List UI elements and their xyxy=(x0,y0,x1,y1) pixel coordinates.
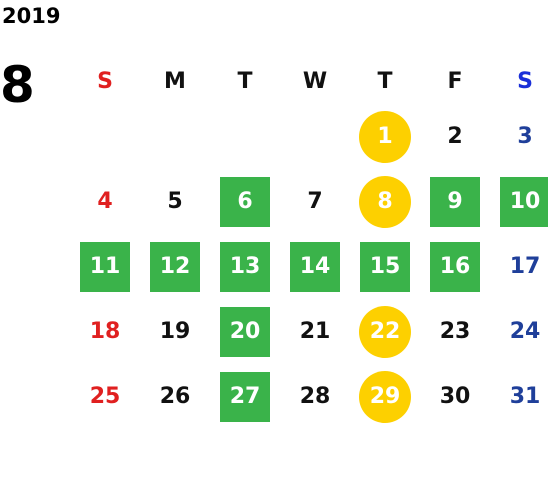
day-number: 17 xyxy=(509,254,541,279)
day-number: 23 xyxy=(439,319,471,344)
day-cell: 25 xyxy=(70,364,140,429)
day-cell xyxy=(210,104,280,169)
day-cell: 3 xyxy=(490,104,548,169)
day-number: 10 xyxy=(509,189,541,214)
day-cell: 13 xyxy=(210,234,280,299)
day-cell: 15 xyxy=(350,234,420,299)
day-number: 7 xyxy=(307,189,323,214)
day-cell: 30 xyxy=(420,364,490,429)
weekday-header-sunday: S xyxy=(97,68,113,94)
day-cell: 2 xyxy=(420,104,490,169)
day-cell: 7 xyxy=(280,169,350,234)
day-cell: 20 xyxy=(210,299,280,364)
calendar-year: 2019 xyxy=(2,4,61,28)
day-number: 9 xyxy=(447,189,463,214)
day-number: 21 xyxy=(299,319,331,344)
weekday-header-thursday: T xyxy=(377,68,393,94)
day-number: 19 xyxy=(159,319,191,344)
day-number: 6 xyxy=(237,189,253,214)
day-number: 27 xyxy=(229,384,261,409)
day-cell: 31 xyxy=(490,364,548,429)
day-number: 15 xyxy=(369,254,401,279)
weekday-header-friday: F xyxy=(447,68,463,94)
day-cell: 26 xyxy=(140,364,210,429)
day-number: 18 xyxy=(89,319,121,344)
calendar-month: 8 xyxy=(0,56,35,114)
day-cell xyxy=(280,104,350,169)
day-cell: 10 xyxy=(490,169,548,234)
day-number: 25 xyxy=(89,384,121,409)
day-number: 12 xyxy=(159,254,191,279)
day-cell: 12 xyxy=(140,234,210,299)
day-number: 20 xyxy=(229,319,261,344)
day-cell: 9 xyxy=(420,169,490,234)
day-cell: 16 xyxy=(420,234,490,299)
day-cell: 28 xyxy=(280,364,350,429)
day-cell xyxy=(140,104,210,169)
day-cell: 14 xyxy=(280,234,350,299)
day-cell: 5 xyxy=(140,169,210,234)
day-cell: 21 xyxy=(280,299,350,364)
day-number: 28 xyxy=(299,384,331,409)
day-number: 14 xyxy=(299,254,331,279)
day-number: 31 xyxy=(509,384,541,409)
day-number: 24 xyxy=(509,319,541,344)
day-number: 8 xyxy=(377,189,393,214)
day-cell: 24 xyxy=(490,299,548,364)
day-number: 29 xyxy=(369,384,401,409)
day-number: 3 xyxy=(517,124,533,149)
weekday-header-wednesday: W xyxy=(302,68,328,94)
day-cell: 29 xyxy=(350,364,420,429)
day-cell xyxy=(70,104,140,169)
day-cell: 17 xyxy=(490,234,548,299)
day-cell: 22 xyxy=(350,299,420,364)
day-cell: 6 xyxy=(210,169,280,234)
weekday-header-saturday: S xyxy=(517,68,533,94)
day-cell: 4 xyxy=(70,169,140,234)
day-cell: 8 xyxy=(350,169,420,234)
day-number: 4 xyxy=(97,189,113,214)
day-cell: 19 xyxy=(140,299,210,364)
weekday-header-monday: M xyxy=(164,68,186,94)
day-number: 22 xyxy=(369,319,401,344)
day-cell: 23 xyxy=(420,299,490,364)
day-number: 13 xyxy=(229,254,261,279)
day-number: 1 xyxy=(377,124,393,149)
day-number: 11 xyxy=(89,254,121,279)
day-cell: 18 xyxy=(70,299,140,364)
weekday-header-tuesday: T xyxy=(237,68,253,94)
day-cell: 27 xyxy=(210,364,280,429)
day-number: 5 xyxy=(167,189,183,214)
day-cell: 1 xyxy=(350,104,420,169)
calendar-grid: S M T W T F S 1 2 3 4 5 6 7 8 9 10 11 12… xyxy=(70,58,548,429)
day-number: 30 xyxy=(439,384,471,409)
day-number: 2 xyxy=(447,124,463,149)
day-number: 16 xyxy=(439,254,471,279)
day-cell: 11 xyxy=(70,234,140,299)
day-number: 26 xyxy=(159,384,191,409)
